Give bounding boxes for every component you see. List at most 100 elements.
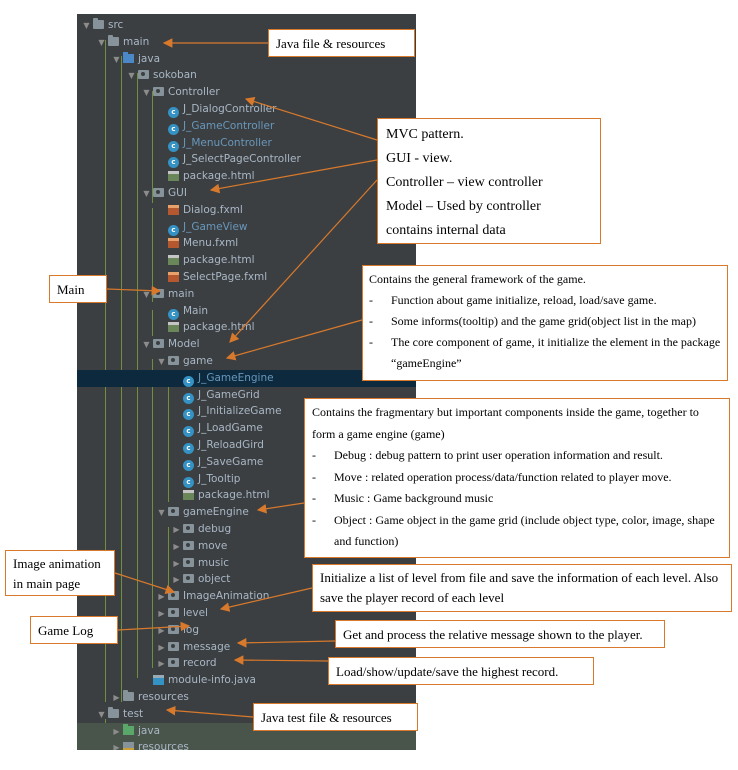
tree-row[interactable]: ▶ music: [77, 555, 416, 572]
tree-row[interactable]: ▼GUI: [77, 185, 416, 202]
tree-row-label: object: [198, 573, 231, 586]
tree-row[interactable]: J_GameGrid: [77, 387, 416, 404]
tree-row[interactable]: J_SelectPageController: [77, 151, 416, 169]
tree-row-label: J_MenuController: [183, 136, 272, 149]
tree-arrow-spacer: [157, 168, 166, 185]
tree-row[interactable]: ▼sokoban: [77, 67, 416, 84]
tree-row-label: music: [198, 556, 230, 569]
chevron-right-icon[interactable]: ▶: [113, 693, 120, 702]
tree-row[interactable]: Menu.fxml: [77, 235, 416, 252]
tree-row[interactable]: Main: [77, 303, 416, 320]
chevron-right-icon[interactable]: ▶: [158, 609, 165, 618]
callout-mvc: MVC pattern. GUI - view. Controller – vi…: [377, 118, 601, 244]
class-icon: [168, 140, 179, 152]
package-icon: [153, 339, 164, 349]
tree-row[interactable]: ▼main: [77, 34, 416, 51]
tree-row[interactable]: ▶ object: [77, 571, 416, 588]
tree-row[interactable]: Dialog.fxml: [77, 202, 416, 219]
package-icon: [153, 288, 164, 298]
tree-row-label: module-info.java: [168, 674, 256, 687]
callout-level: Initialize a list of level from file and…: [312, 564, 732, 612]
tree-row[interactable]: J_DialogController: [77, 101, 416, 118]
chevron-right-icon[interactable]: ▶: [158, 592, 165, 602]
chevron-down-icon[interactable]: ▼: [143, 189, 150, 198]
tree-arrow-spacer: [157, 252, 166, 269]
class-icon: [183, 443, 194, 454]
tree-row[interactable]: ▶ resources: [77, 689, 416, 706]
tree-row[interactable]: ▼ src: [77, 17, 416, 34]
tree-row-label: Main: [183, 304, 209, 317]
tree-row[interactable]: J_LoadGame: [77, 420, 416, 438]
callout-record: Load/show/update/save the highest record…: [328, 657, 594, 685]
chevron-right-icon[interactable]: ▶: [173, 525, 180, 534]
chevron-down-icon[interactable]: ▼: [83, 21, 90, 30]
tree-row[interactable]: J_MenuController: [77, 135, 416, 152]
tree-row-label: package.html: [183, 170, 255, 183]
chevron-down-icon[interactable]: ▼: [113, 54, 120, 64]
fxml-file-icon: [168, 272, 179, 282]
chevron-down-icon[interactable]: ▼: [143, 289, 150, 299]
package-icon: [168, 591, 179, 601]
tree-row[interactable]: ▼java: [77, 51, 416, 68]
chevron-right-icon[interactable]: ▶: [113, 726, 120, 736]
callout-main-framework-bullet-1: Function about game initialize, reload, …: [369, 290, 721, 311]
tree-row[interactable]: J_InitializeGame: [77, 403, 416, 421]
chevron-down-icon[interactable]: ▼: [143, 340, 150, 350]
tree-row[interactable]: ▼Model: [77, 336, 416, 353]
chevron-right-icon[interactable]: ▶: [113, 743, 120, 750]
tree-row[interactable]: package.html: [77, 487, 416, 504]
tree-row[interactable]: J_SaveGame: [77, 454, 416, 471]
tree-row[interactable]: ▶message: [77, 639, 416, 656]
tree-guide-line: [168, 527, 169, 586]
class-icon: [183, 392, 194, 404]
class-icon: [183, 409, 194, 421]
tree-row-label: J_Tooltip: [198, 472, 241, 485]
chevron-down-icon[interactable]: ▼: [98, 709, 105, 719]
tree-row[interactable]: ▼game: [77, 353, 416, 370]
tree-row-label: resources: [138, 691, 189, 703]
callout-game-engine-bullet-2: Move : related operation process/data/fu…: [312, 467, 722, 489]
tree-row[interactable]: ▼gameEngine: [77, 504, 416, 521]
chevron-down-icon[interactable]: ▼: [158, 357, 165, 366]
package-icon: [138, 70, 149, 80]
fxml-file-icon: [168, 204, 179, 215]
tree-row[interactable]: J_Tooltip: [77, 471, 416, 488]
chevron-right-icon[interactable]: ▶: [173, 558, 180, 568]
chevron-right-icon[interactable]: ▶: [158, 625, 165, 635]
chevron-down-icon[interactable]: ▼: [98, 37, 105, 47]
callout-java-file-resources-text: Java file & resources: [276, 36, 386, 51]
tree-row[interactable]: ▶resources: [77, 739, 416, 750]
package-icon: [168, 608, 179, 617]
tree-row[interactable]: J_GameView: [77, 219, 416, 236]
tree-arrow-spacer: [142, 672, 151, 689]
tree-row[interactable]: module-info.java: [77, 672, 416, 689]
tree-row[interactable]: ▶debug: [77, 521, 416, 538]
tree-row[interactable]: ▶level: [77, 605, 416, 622]
tree-arrow-spacer: [172, 403, 181, 420]
chevron-right-icon[interactable]: ▶: [173, 575, 180, 585]
callout-mvc-line-2: GUI - view.: [386, 151, 453, 166]
package-icon: [183, 557, 194, 567]
chevron-down-icon[interactable]: ▼: [158, 508, 165, 518]
callout-message-text: Get and process the relative message sho…: [343, 627, 643, 642]
tree-row[interactable]: ▼Controller: [77, 84, 416, 101]
tree-row-label: src: [108, 19, 124, 31]
tree-row[interactable]: J_ReloadGird: [77, 437, 416, 454]
callout-record-text: Load/show/update/save the highest record…: [336, 664, 559, 679]
tree-row[interactable]: J_GameEngine: [77, 369, 416, 387]
callout-main-framework: Contains the general framework of the ga…: [362, 265, 728, 381]
tree-row[interactable]: J_GameController: [77, 118, 416, 135]
chevron-down-icon[interactable]: ▼: [143, 88, 150, 98]
tree-row[interactable]: package.html: [77, 168, 416, 185]
tree-row[interactable]: ▼test: [77, 706, 416, 723]
chevron-right-icon[interactable]: ▶: [173, 541, 180, 551]
tree-row[interactable]: ▶record: [77, 655, 416, 672]
chevron-right-icon[interactable]: ▶: [158, 659, 165, 669]
callout-level-text: Initialize a list of level from file and…: [320, 570, 719, 605]
chevron-right-icon[interactable]: ▶: [158, 642, 165, 652]
callout-main-framework-intro: Contains the general framework of the ga…: [369, 272, 586, 286]
chevron-down-icon[interactable]: ▼: [128, 71, 135, 81]
tree-row-label: package.html: [198, 489, 270, 502]
tree-row[interactable]: ▶move: [77, 538, 416, 555]
callout-mvc-line-4: Model – Used by controller: [386, 199, 541, 214]
